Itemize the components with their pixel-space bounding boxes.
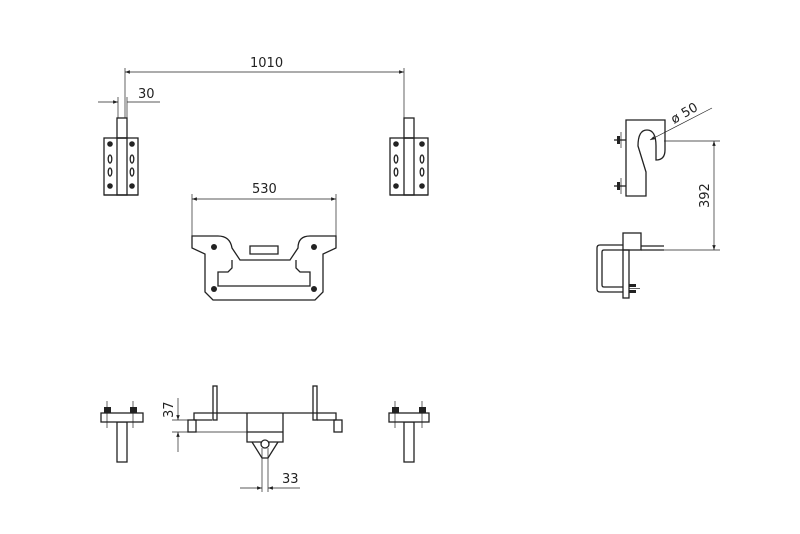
dimension-530-label: 530 bbox=[252, 182, 277, 197]
mounting-plate bbox=[191, 235, 337, 301]
right-side-bracket bbox=[389, 117, 429, 196]
dimension-33-label: 33 bbox=[282, 472, 299, 487]
hook-plate bbox=[614, 119, 666, 197]
dimension-plate-width: 530 bbox=[191, 182, 337, 236]
left-bolt-assembly bbox=[100, 401, 144, 463]
u-bolt-clamp bbox=[596, 232, 664, 299]
right-bolt-assembly bbox=[388, 401, 430, 463]
dimension-bracket-offset: 37 bbox=[162, 398, 250, 452]
left-side-bracket bbox=[103, 117, 139, 196]
dimension-hook-height: 392 bbox=[662, 140, 720, 251]
dimension-1010-label: 1010 bbox=[250, 56, 283, 71]
dimension-tab-width: 30 bbox=[98, 87, 160, 118]
dimension-pin-width: 33 bbox=[240, 472, 300, 490]
dimension-392-label: 392 bbox=[698, 183, 713, 208]
dimension-overall-width: 1010 bbox=[124, 56, 405, 118]
dimension-37-label: 37 bbox=[162, 401, 177, 418]
dimension-50-label: ø 50 bbox=[669, 100, 701, 127]
centre-bracket-assembly bbox=[187, 385, 343, 492]
dimension-30-label: 30 bbox=[138, 87, 155, 102]
